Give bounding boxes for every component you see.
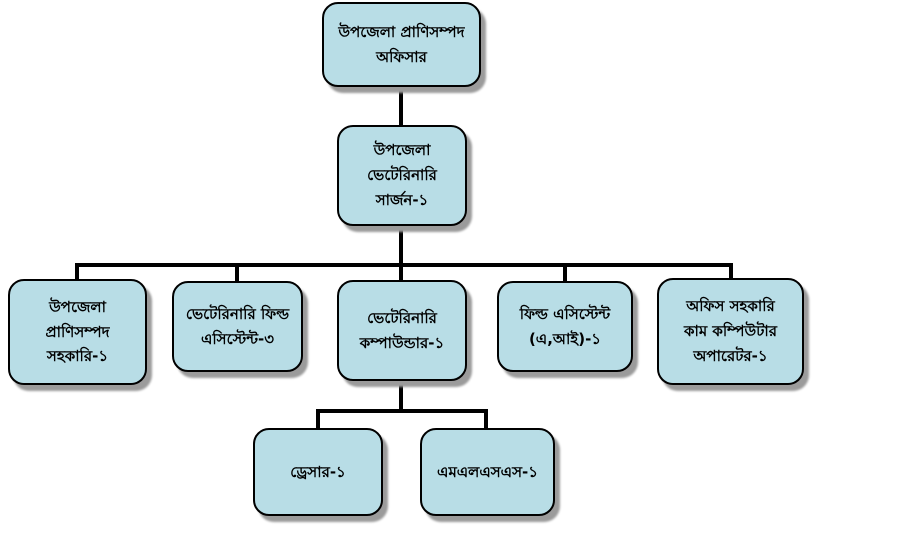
org-node-compounder: ভেটেরিনারি কম্পাউন্ডার-১ (337, 280, 467, 381)
org-node-office-assistant: অফিস সহকারি কাম কম্পিউটার অপারেটর-১ (657, 278, 804, 385)
org-node-surgeon-line1: উপজেলা (373, 141, 431, 160)
org-node-field-assistant-ai: ফিল্ড এসিস্টেন্ট (এ,আই)-১ (497, 281, 633, 372)
org-node-compounder-line1: ভেটেরিনারি (367, 308, 437, 327)
org-node-surgeon-line2: ভেটেরিনারি (367, 166, 437, 185)
connector-branch-horizontal (75, 263, 733, 267)
connector-sub-branch-horizontal (316, 409, 488, 413)
org-node-livestock-assistant-line1: উপজেলা (49, 297, 106, 316)
org-node-field-assistant-ai-line1: ফিল্ড এসিস্টেন্ট (519, 304, 611, 323)
org-node-vet-field-assistant-line2: এসিস্টেন্ট-৩ (200, 329, 275, 348)
org-node-mlss: এমএলএসএস-১ (420, 428, 555, 516)
org-node-officer-line1: উপজেলা প্রাণিসম্পদ (338, 22, 465, 41)
org-node-vet-field-assistant: ভেটেরিনারি ফিল্ড এসিস্টেন্ট-৩ (172, 281, 303, 372)
org-node-surgeon-line3: সার্জন-১ (375, 190, 429, 209)
org-node-mlss-line1: এমএলএসএস-১ (437, 462, 538, 481)
org-node-dresser-line1: ড্রেসার-১ (290, 462, 346, 481)
org-node-office-assistant-line3: অপারেটর-১ (693, 346, 768, 365)
org-node-livestock-assistant-line2: প্রাণিসম্পদ (45, 322, 110, 341)
org-node-dresser: ড্রেসার-১ (253, 428, 383, 516)
connector-drop-office-assistant (729, 263, 733, 279)
connector-surgeon-branch-stem (399, 226, 403, 280)
org-node-vet-field-assistant-line1: ভেটেরিনারি ফিল্ড (185, 304, 290, 323)
connector-drop-livestock-assistant (75, 263, 79, 280)
connector-drop-vet-field-assistant (235, 263, 239, 282)
org-node-livestock-assistant-line3: সহকারি-১ (46, 347, 109, 366)
org-node-surgeon: উপজেলা ভেটেরিনারি সার্জন-১ (337, 125, 467, 226)
connector-drop-field-assistant-ai (563, 263, 567, 282)
connector-drop-mlss (484, 409, 488, 429)
org-node-livestock-assistant: উপজেলা প্রাণিসম্পদ সহকারি-১ (8, 279, 147, 385)
org-node-officer-line2: অফিসার (376, 47, 427, 66)
org-node-officer: উপজেলা প্রাণিসম্পদ অফিসার (322, 2, 481, 87)
connector-compounder-stem (399, 380, 403, 413)
org-node-compounder-line2: কম্পাউন্ডার-১ (359, 333, 445, 352)
org-node-field-assistant-ai-line2: (এ,আই)-১ (528, 329, 602, 348)
connector-drop-dresser (316, 409, 320, 429)
org-node-office-assistant-line1: অফিস সহকারি (686, 297, 775, 316)
connector-officer-surgeon (399, 86, 403, 126)
org-node-office-assistant-line2: কাম কম্পিউটার (683, 322, 778, 341)
